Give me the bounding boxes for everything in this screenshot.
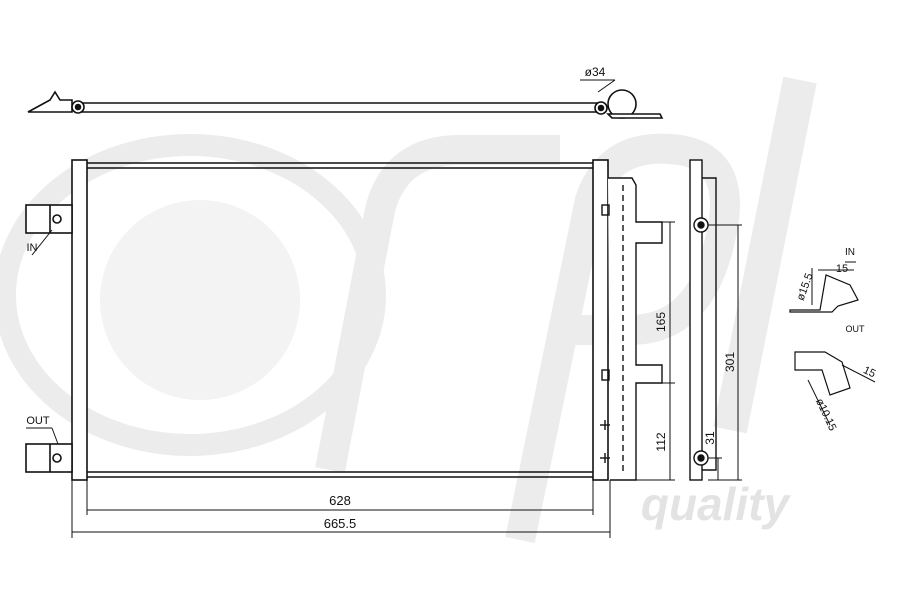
outlet-port-detail [794, 351, 876, 426]
pipe-diameter-label: ø34 [585, 65, 606, 79]
side-view [689, 159, 742, 481]
outlet-leader [51, 427, 59, 445]
inlet-detail-shape [789, 274, 859, 313]
right-pipe-bracket [606, 113, 664, 119]
left-pipe-fitting-center [74, 103, 82, 111]
outlet-length-line [841, 364, 876, 383]
outlet-label: OUT [26, 415, 50, 427]
left-pipe-bracket [27, 90, 73, 113]
core-width-label: 628 [329, 493, 351, 508]
side-tank [689, 159, 703, 481]
watermark-letter-r [315, 135, 560, 473]
height-upper-label: 165 [654, 312, 668, 332]
side-inlet-fitting-center [697, 221, 705, 229]
side-outlet-fitting-center [697, 454, 705, 462]
inlet-flange [25, 204, 73, 234]
watermark-letter-l [713, 76, 817, 434]
inlet-length-label: 15 [836, 263, 848, 275]
watermark-letter-p [505, 133, 740, 544]
inlet-port-detail [789, 261, 859, 313]
top-pipe-view [27, 79, 664, 119]
outlet-detail-shape [794, 351, 851, 396]
inlet-port [52, 214, 62, 224]
side-profile-view [600, 177, 675, 481]
bracket-middle [601, 369, 610, 381]
overall-width-label: 665.5 [324, 516, 357, 531]
front-view [25, 159, 609, 481]
offset-label: 31 [703, 431, 717, 445]
left-header-tank [71, 159, 88, 481]
inlet-leader [31, 229, 53, 256]
inlet-label: IN [27, 242, 38, 254]
pipe-diameter-leader [597, 79, 616, 93]
right-header-tank [592, 159, 609, 481]
outlet-diameter-line [807, 379, 831, 426]
side-core-edge [702, 177, 717, 471]
overall-height-label: 301 [723, 352, 737, 372]
height-lower-label: 112 [654, 432, 668, 451]
detail-in-label: IN [845, 247, 855, 258]
receiver-profile [608, 177, 663, 481]
watermark-tagline: quality [641, 478, 792, 530]
right-pipe-fitting-center [597, 104, 605, 112]
outlet-diameter-label: ø10.15 [813, 397, 838, 433]
bracket-upper [601, 204, 610, 216]
watermark-globe [100, 200, 300, 400]
outlet-flange [25, 443, 73, 473]
outlet-length-label: 15 [861, 364, 877, 380]
outlet-port [52, 453, 62, 463]
watermark: quality [0, 76, 817, 544]
width-dimensions [71, 480, 611, 538]
detail-out-label: OUT [846, 324, 866, 334]
